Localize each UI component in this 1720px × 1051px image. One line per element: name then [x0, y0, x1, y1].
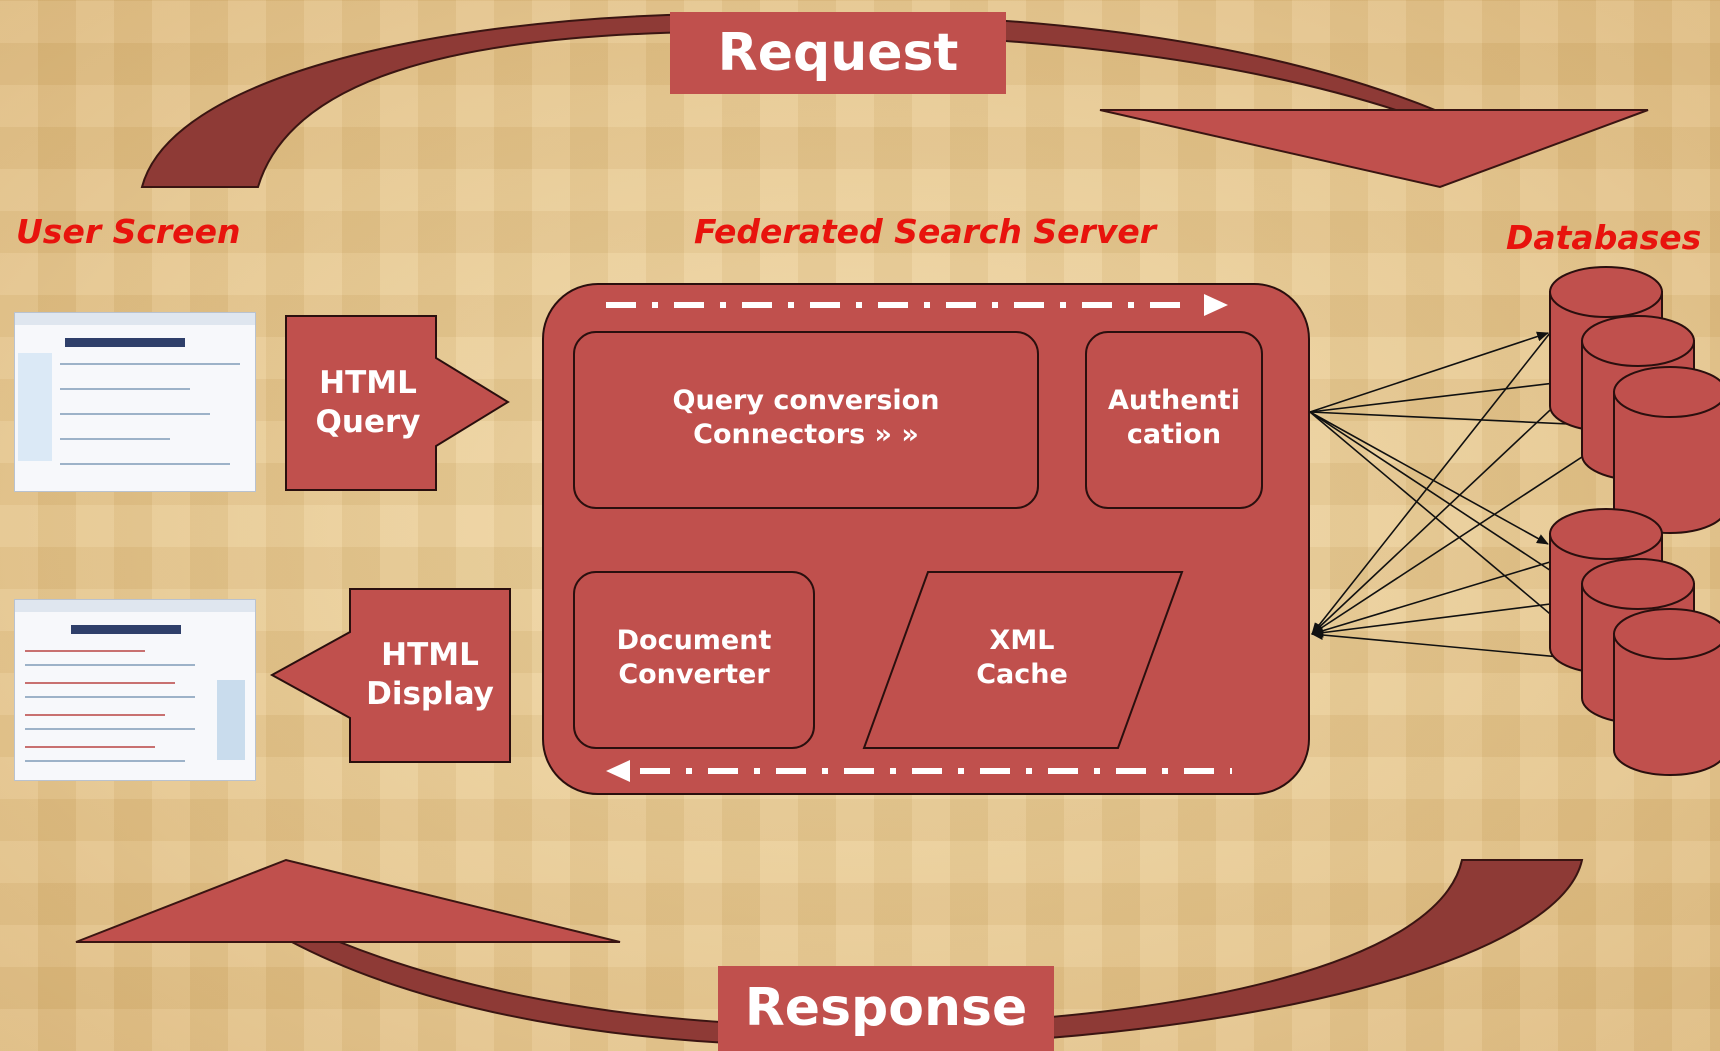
request-curved-arrow [140, 12, 1649, 189]
html-display-label: HTML Display [366, 637, 494, 712]
document-converter-label: Document Converter [616, 625, 772, 690]
user-screen-label: User Screen [16, 212, 241, 251]
server-label: Federated Search Server [694, 212, 1156, 251]
response-curved-arrow [75, 858, 1584, 1048]
authentication-label: Authenti cation [1108, 385, 1240, 450]
database-cylinder-6 [1613, 608, 1720, 776]
document-converter-box [573, 571, 815, 749]
request-banner: Request [670, 12, 1006, 94]
user-screen-results-thumbnail [14, 599, 256, 781]
user-screen-query-thumbnail [14, 312, 256, 492]
authentication-box [1085, 331, 1263, 509]
database-cylinder-3 [1613, 366, 1720, 534]
html-query-label: HTML Query [315, 365, 421, 440]
html-query-arrow [285, 315, 510, 491]
databases-label: Databases [1506, 218, 1702, 257]
xml-cache-shape [862, 571, 1184, 749]
query-conversion-label: Query conversion Connectors » » [672, 385, 940, 450]
database-connection-lines [1309, 331, 1615, 667]
server-response-flow-line [606, 760, 1232, 782]
server-request-flow-line [606, 294, 1228, 316]
xml-cache-label: XML Cache [976, 625, 1068, 690]
query-conversion-box [573, 331, 1039, 509]
html-display-arrow [269, 588, 511, 763]
response-banner: Response [718, 966, 1054, 1051]
